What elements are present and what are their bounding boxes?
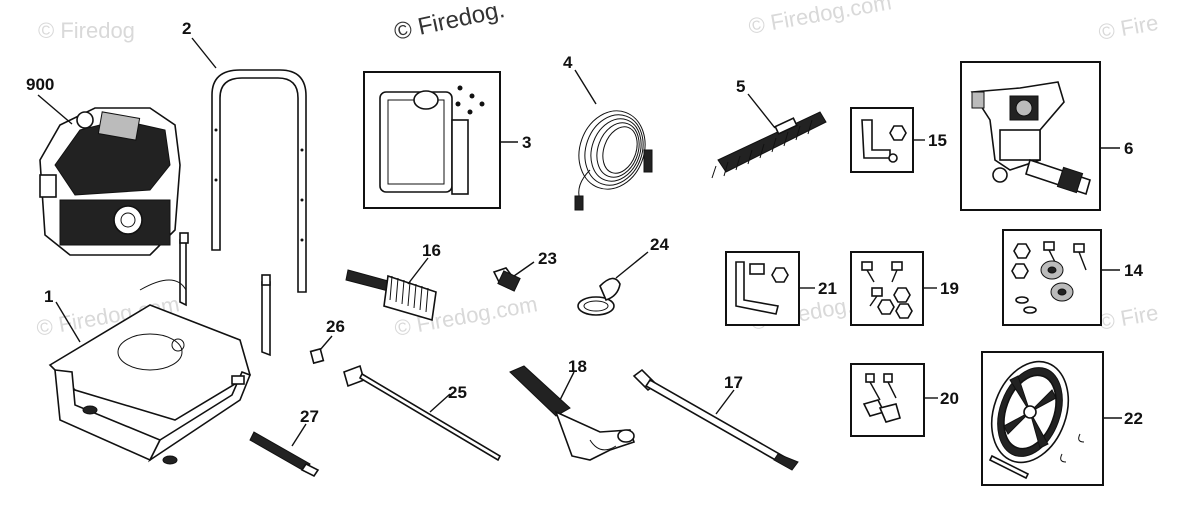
part-20-hardware[interactable] <box>850 363 938 437</box>
callout-20: 20 <box>940 389 959 408</box>
callout-24: 24 <box>650 235 669 254</box>
watermark-main: © Firedog. <box>392 0 508 46</box>
part-23-connector[interactable] <box>492 261 535 292</box>
callout-19: 19 <box>940 279 959 298</box>
part-15-nozzle-kit[interactable] <box>850 107 925 173</box>
callout-16: 16 <box>422 241 441 260</box>
callout-14: 14 <box>1124 261 1143 280</box>
callout-23: 23 <box>538 249 557 268</box>
part-19-hardware[interactable] <box>850 251 937 326</box>
part-6-pump[interactable] <box>960 61 1120 211</box>
callout-6: 6 <box>1124 139 1133 158</box>
part-16-brush[interactable] <box>345 257 437 322</box>
part-17-wand[interactable] <box>632 368 799 471</box>
callout-900: 900 <box>26 75 54 94</box>
callout-1: 1 <box>44 287 53 306</box>
watermark-far-right-mid: © Fire <box>1097 300 1161 335</box>
callout-25: 25 <box>448 383 467 402</box>
part-2-handle[interactable] <box>191 37 307 293</box>
watermark-top-right: © Firedog.com <box>747 0 894 39</box>
part-26-pin[interactable] <box>309 335 333 365</box>
watermark-top-left: © Firedog <box>38 18 135 43</box>
callout-3: 3 <box>522 133 531 152</box>
callout-5: 5 <box>736 77 745 96</box>
part-27-tube[interactable] <box>249 423 320 478</box>
callout-4: 4 <box>563 53 573 72</box>
callout-27: 27 <box>300 407 319 426</box>
part-5-brush[interactable] <box>711 93 827 179</box>
callout-15: 15 <box>928 131 947 150</box>
part-900-engine[interactable] <box>37 94 181 256</box>
callout-18: 18 <box>568 357 587 376</box>
callout-2: 2 <box>182 19 191 38</box>
part-25-lance[interactable] <box>343 364 502 462</box>
part-14-wheel-hardware[interactable] <box>1002 229 1120 326</box>
part-21-kit[interactable] <box>725 251 815 326</box>
part-24-cap[interactable] <box>577 251 649 316</box>
part-4-hose[interactable] <box>568 69 656 211</box>
part-22-wheel[interactable] <box>978 351 1122 486</box>
part-1-frame[interactable] <box>48 232 271 465</box>
callout-22: 22 <box>1124 409 1143 428</box>
callout-17: 17 <box>724 373 743 392</box>
callout-26: 26 <box>326 317 345 336</box>
watermark-far-right: © Fire <box>1097 10 1161 45</box>
part-3-manual-kit[interactable] <box>363 71 518 209</box>
part-18-gun[interactable] <box>509 365 636 461</box>
callout-21: 21 <box>818 279 837 298</box>
